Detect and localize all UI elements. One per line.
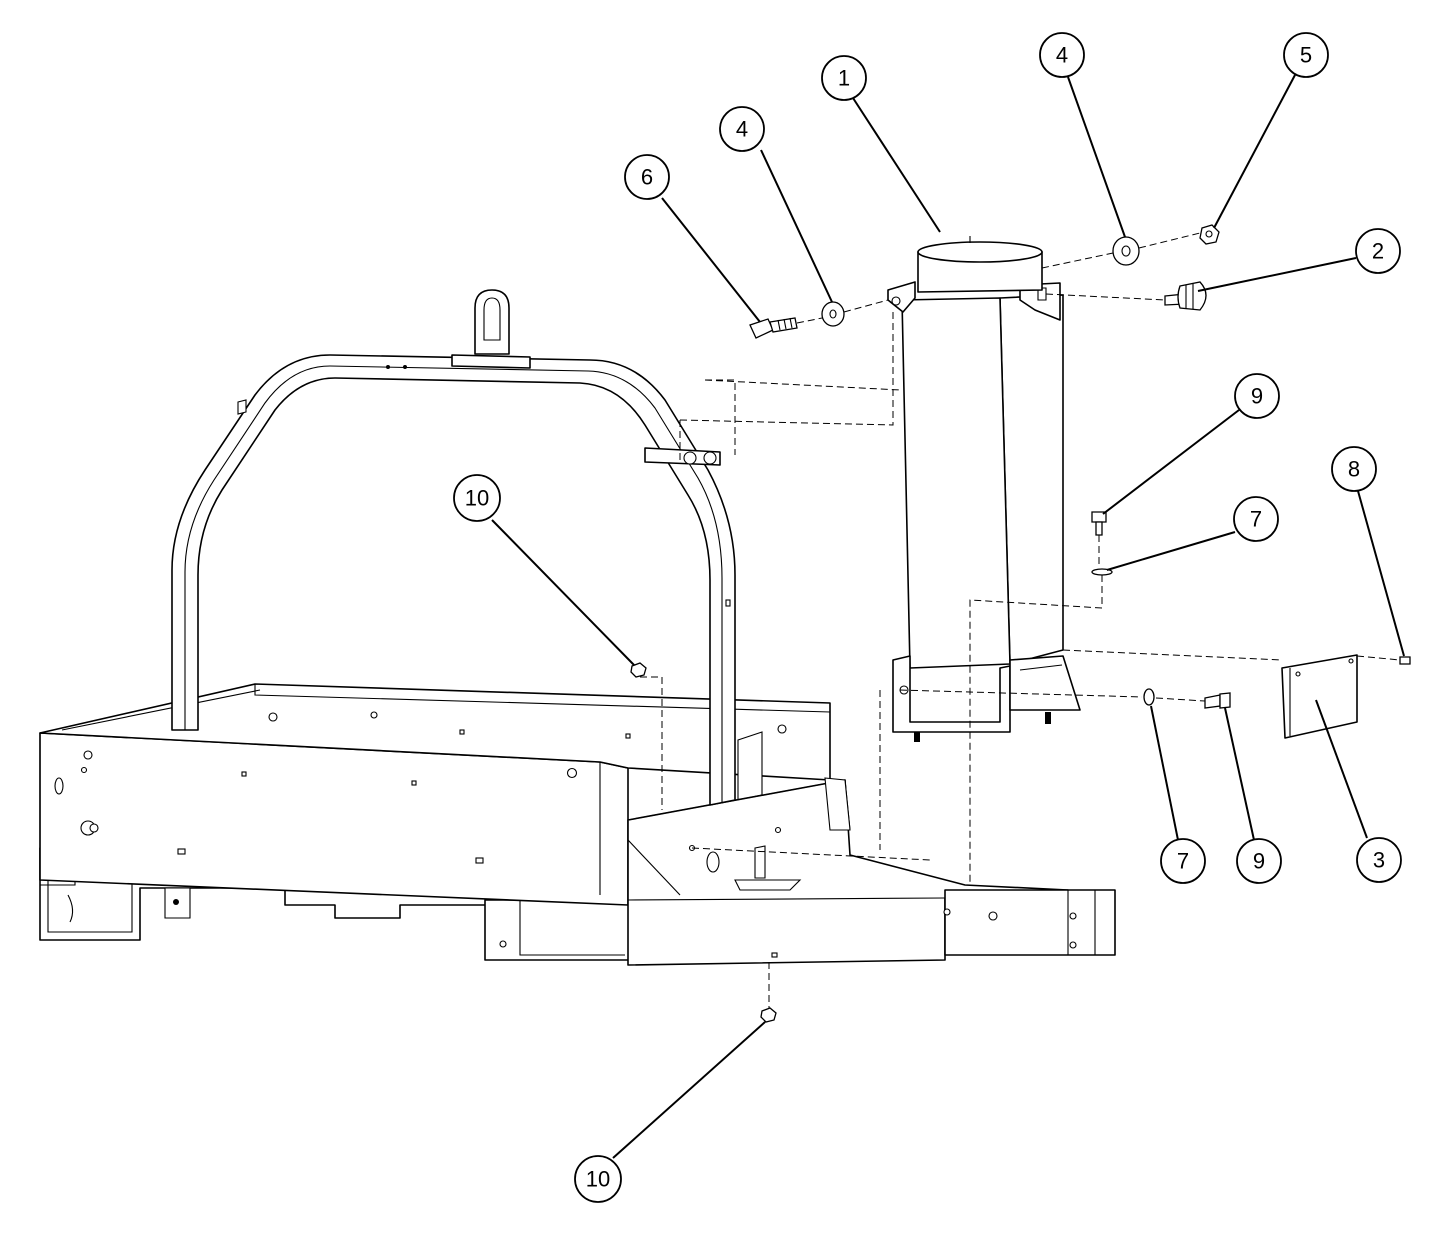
callout-7a: 7 (1233, 496, 1279, 542)
callout-9b: 9 (1236, 838, 1282, 884)
callout-3: 3 (1356, 837, 1402, 883)
nut-part-10-upper (630, 662, 647, 678)
callout-6-label: 6 (641, 165, 653, 190)
screw-part-8 (1399, 656, 1411, 665)
assembly-dashed-lines (640, 232, 1401, 1008)
callout-5: 5 (1283, 32, 1329, 78)
callout-10b-label: 10 (586, 1167, 610, 1192)
callout-9a-label: 9 (1251, 384, 1263, 409)
screw-part-9-lower (1204, 692, 1231, 709)
callout-7a-label: 7 (1250, 507, 1262, 532)
leader-lines (491, 74, 1405, 1159)
bolt-part-6 (749, 317, 798, 339)
knob-part-2 (1164, 281, 1207, 311)
callout-4b-label: 4 (1056, 43, 1068, 68)
callout-4a: 4 (719, 106, 765, 152)
callout-10a: 10 (453, 474, 501, 522)
callout-8: 8 (1331, 446, 1377, 492)
callout-7b: 7 (1160, 838, 1206, 884)
plate-part-3 (1281, 654, 1358, 739)
vertical-tube-part-1 (887, 236, 1081, 742)
lift-hoop (171, 289, 736, 806)
callout-2-label: 2 (1372, 239, 1384, 264)
callout-9a: 9 (1234, 373, 1280, 419)
callout-3-label: 3 (1373, 848, 1385, 873)
callout-1-label: 1 (838, 66, 850, 91)
callout-4b: 4 (1039, 32, 1085, 78)
callout-2: 2 (1355, 228, 1401, 274)
callout-9b-label: 9 (1253, 849, 1265, 874)
callout-4a-label: 4 (736, 117, 748, 142)
base-frame (39, 683, 1116, 966)
washer-part-7-lower (1143, 688, 1155, 706)
callout-6: 6 (624, 154, 670, 200)
screw-part-9-upper (1091, 511, 1107, 536)
callout-8-label: 8 (1348, 457, 1360, 482)
callout-10b: 10 (574, 1155, 622, 1203)
callout-1: 1 (821, 55, 867, 101)
nut-part-10-lower (760, 1007, 777, 1023)
hardware (630, 224, 1411, 1023)
callout-5-label: 5 (1300, 43, 1312, 68)
callout-10a-label: 10 (465, 486, 489, 511)
callout-7b-label: 7 (1177, 849, 1189, 874)
